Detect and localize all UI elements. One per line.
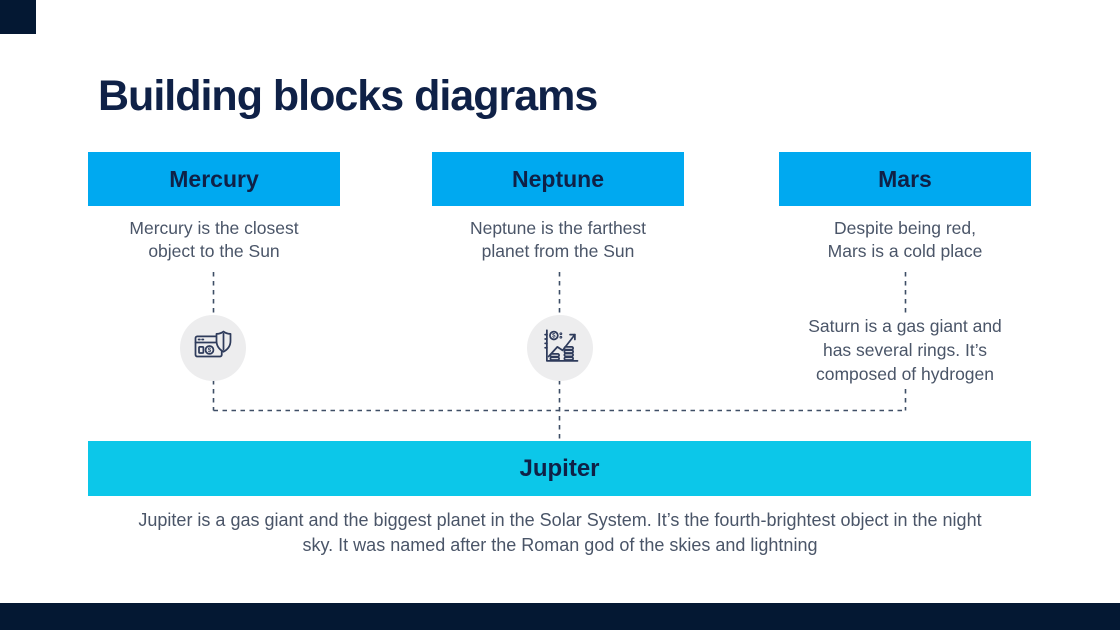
page-title: Building blocks diagrams <box>98 72 598 120</box>
icon-circle: $ <box>527 315 593 381</box>
header-label: Mars <box>878 165 932 192</box>
description-neptune: Neptune is the farthest planet from the … <box>469 218 647 261</box>
footer-block-jupiter: Jupiter <box>88 441 1031 496</box>
note-saturn: Saturn is a gas giant and has several ri… <box>772 314 1038 386</box>
header-block-mercury: Mercury <box>88 152 340 206</box>
icon-circle: $ <box>180 315 246 381</box>
footer-label: Jupiter <box>519 454 600 482</box>
description-jupiter: Jupiter is a gas giant and the biggest p… <box>138 510 982 555</box>
header-label: Neptune <box>512 165 604 192</box>
svg-text:$: $ <box>552 332 556 339</box>
header-block-mars: Mars <box>779 152 1031 206</box>
growth-chart-icon: $ <box>539 325 581 372</box>
footer-accent-bar <box>0 603 1120 630</box>
corner-accent-square <box>0 0 36 34</box>
description-mercury: Mercury is the closest object to the Sun <box>129 218 299 261</box>
svg-text:$: $ <box>208 347 212 354</box>
money-shield-icon: $ <box>192 325 234 372</box>
header-block-neptune: Neptune <box>432 152 684 206</box>
description-mars: Despite being red, Mars is a cold place <box>827 218 983 261</box>
header-label: Mercury <box>169 165 259 192</box>
